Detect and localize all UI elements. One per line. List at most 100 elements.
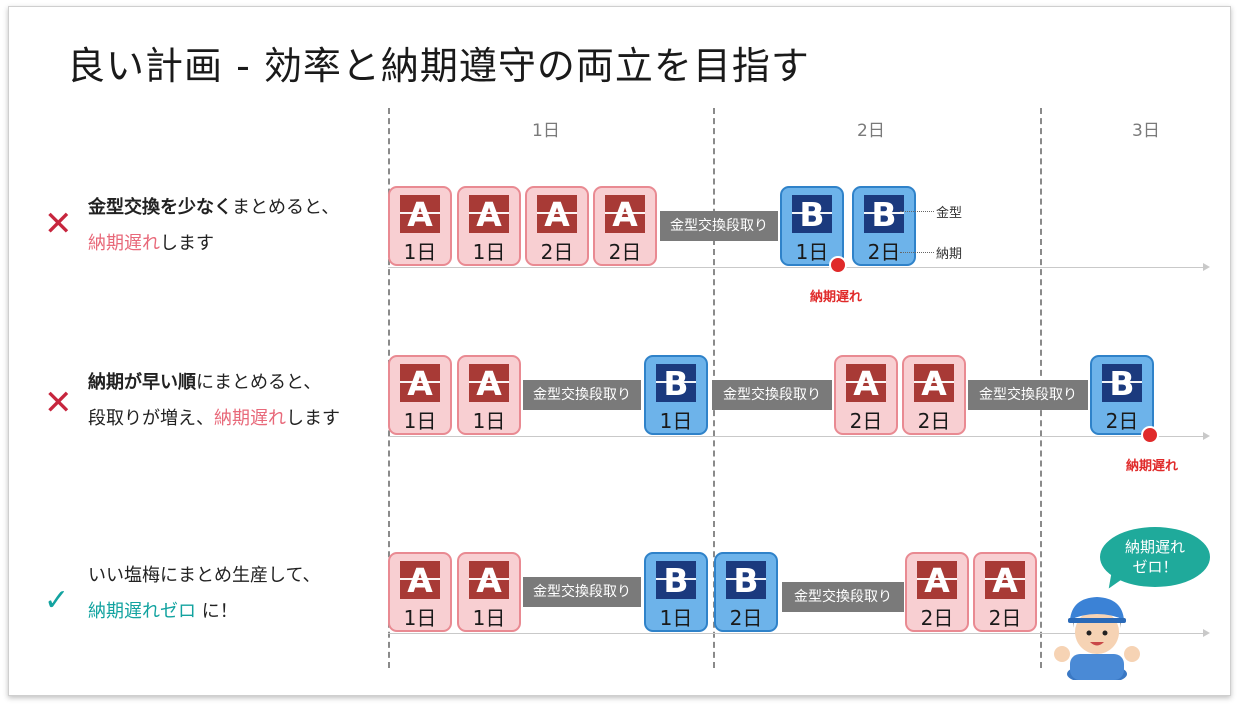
block-a: A 2日 <box>905 552 969 632</box>
block-b: B 2日 <box>1090 355 1154 435</box>
due-date: 2日 <box>849 409 883 433</box>
legend-due: 納期 <box>936 247 963 262</box>
block-b: B 1日 <box>644 355 708 435</box>
setup-bar: 金型交換段取り <box>523 380 641 410</box>
row1-line2: 納期遅れします <box>88 226 339 262</box>
bubble-line2: ゼロ！ <box>1132 558 1178 576</box>
row2-text: にまとめると、 <box>196 372 322 393</box>
bubble-line1: 納期遅れ <box>1124 538 1185 556</box>
block-a: A 2日 <box>973 552 1037 632</box>
day-label-3: 3日 <box>1132 121 1160 141</box>
mold-a-icon: A <box>985 561 1025 600</box>
late-label: 納期遅れ <box>810 290 863 305</box>
setup-bar: 金型交換段取り <box>968 380 1088 410</box>
legend-leader <box>900 211 934 212</box>
row3-line2: 納期遅れゼロ に！ <box>88 594 321 630</box>
day-label-1: 1日 <box>532 121 560 141</box>
row1-text2: します <box>160 233 214 254</box>
mold-a-icon: A <box>400 364 440 403</box>
row3-zero-late-text: 納期遅れゼロ <box>88 601 196 622</box>
block-a: A 1日 <box>388 186 452 266</box>
mold-a-icon: A <box>537 195 577 234</box>
due-date: 2日 <box>608 240 642 264</box>
row2-text2: します <box>286 408 340 429</box>
due-date: 2日 <box>917 409 951 433</box>
mold-a-icon: A <box>469 561 509 600</box>
row2-line2: 段取りが増え、納期遅れします <box>88 401 340 437</box>
due-date: 2日 <box>540 240 574 264</box>
mold-a-icon: A <box>917 561 957 600</box>
due-date: 1日 <box>403 240 437 264</box>
check-icon: ✓ <box>44 583 70 618</box>
mold-b-icon: B <box>726 561 766 600</box>
block-b: B 1日 <box>780 186 844 266</box>
due-date: 1日 <box>659 606 693 630</box>
legend-mold: 金型 <box>936 206 963 221</box>
row1-line1: 金型交換を少なくまとめると、 <box>88 190 339 226</box>
block-b: B 2日 <box>852 186 916 266</box>
setup-bar: 金型交換段取り <box>712 380 832 410</box>
mold-b-icon: B <box>656 561 696 600</box>
timeline-row-1 <box>388 263 1210 271</box>
mold-a-icon: A <box>469 195 509 234</box>
cross-icon: ✕ <box>44 204 73 244</box>
setup-bar: 金型交換段取り <box>782 582 904 612</box>
block-b: B 2日 <box>714 552 778 632</box>
late-marker <box>1141 426 1159 444</box>
due-date: 1日 <box>403 606 437 630</box>
mold-a-icon: A <box>846 364 886 403</box>
due-date: 1日 <box>795 240 829 264</box>
block-a: A 2日 <box>525 186 589 266</box>
block-b: B 1日 <box>644 552 708 632</box>
late-marker <box>829 256 847 274</box>
setup-bar: 金型交換段取り <box>660 211 778 241</box>
row2-text0: 段取りが増え、 <box>88 408 214 429</box>
due-date: 1日 <box>403 409 437 433</box>
due-date: 2日 <box>867 240 901 264</box>
mold-a-icon: A <box>914 364 954 403</box>
mold-a-icon: A <box>605 195 645 234</box>
mold-a-icon: A <box>400 195 440 234</box>
row2-bold: 納期が早い順 <box>88 372 196 393</box>
due-date: 2日 <box>988 606 1022 630</box>
block-a: A 1日 <box>388 355 452 435</box>
row1-late-text: 納期遅れ <box>88 233 160 254</box>
mold-a-icon: A <box>400 561 440 600</box>
block-a: A 1日 <box>457 552 521 632</box>
row3-description: いい塩梅にまとめ生産して、 納期遅れゼロ に！ <box>88 558 321 630</box>
row2-late-text: 納期遅れ <box>214 408 286 429</box>
timeline-row-3 <box>388 629 1210 637</box>
due-date: 2日 <box>1105 409 1139 433</box>
mold-b-icon: B <box>656 364 696 403</box>
speech-bubble: 納期遅れ ゼロ！ <box>1100 527 1210 587</box>
due-date: 1日 <box>659 409 693 433</box>
legend-leader <box>900 252 934 253</box>
mold-a-icon: A <box>469 364 509 403</box>
row2-description: 納期が早い順にまとめると、 段取りが増え、納期遅れします <box>88 365 340 437</box>
row1-bold: 金型交換を少なく <box>88 197 232 218</box>
worker-illustration <box>1054 597 1140 680</box>
timeline-row-2 <box>388 432 1210 440</box>
row1-description: 金型交換を少なくまとめると、 納期遅れします <box>88 190 339 262</box>
row2-line1: 納期が早い順にまとめると、 <box>88 365 340 401</box>
block-a: A 1日 <box>388 552 452 632</box>
due-date: 2日 <box>729 606 763 630</box>
block-a: A 2日 <box>834 355 898 435</box>
late-label: 納期遅れ <box>1126 459 1179 474</box>
due-date: 1日 <box>472 606 506 630</box>
due-date: 2日 <box>920 606 954 630</box>
row3-text2: に！ <box>196 601 238 622</box>
mold-b-icon: B <box>792 195 832 234</box>
day-label-2: 2日 <box>857 121 885 141</box>
row3-line1: いい塩梅にまとめ生産して、 <box>88 558 321 594</box>
setup-bar: 金型交換段取り <box>523 577 641 607</box>
block-a: A 2日 <box>902 355 966 435</box>
cross-icon: ✕ <box>44 383 73 423</box>
block-a: A 2日 <box>593 186 657 266</box>
row3-text: いい塩梅にまとめ生産して、 <box>88 565 321 586</box>
mold-b-icon: B <box>864 195 904 234</box>
mold-b-icon: B <box>1102 364 1142 403</box>
page-title: 良い計画 - 効率と納期遵守の両立を目指す <box>67 44 810 88</box>
